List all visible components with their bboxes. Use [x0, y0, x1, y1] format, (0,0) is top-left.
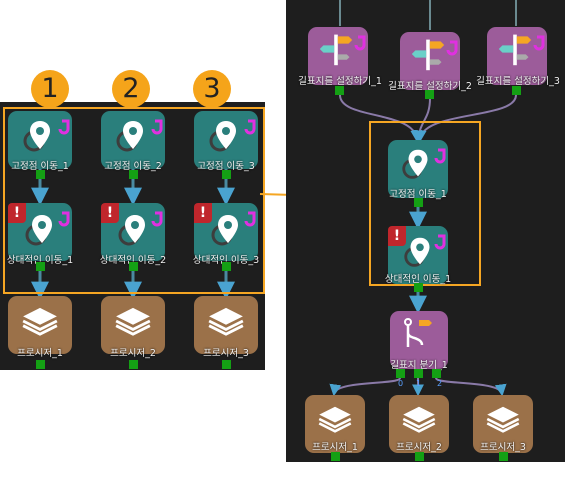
relative-move-node-right[interactable]: !	[388, 226, 448, 284]
relative-move-label-1: 상대적인 이동_1	[6, 255, 74, 266]
port	[222, 360, 231, 369]
port	[129, 360, 138, 369]
fixed-point-label-2: 고정점 이동_2	[104, 161, 162, 172]
fixed-point-label-3: 고정점 이동_3	[197, 161, 255, 172]
branch-port-label-2: 2	[437, 379, 443, 388]
step-number-3: 3	[193, 70, 231, 108]
waypoint-branch-node[interactable]	[390, 311, 448, 369]
procedure-label-2: 프로시저_2	[110, 348, 156, 359]
procedure-label-1: 프로시저_1	[17, 348, 63, 359]
fixed-point-node-right[interactable]	[388, 140, 448, 198]
procedure-node-right-2[interactable]	[389, 395, 449, 453]
right-highlight-box	[369, 121, 481, 286]
relative-move-node-3[interactable]: !	[194, 203, 258, 261]
step-number-1: 1	[31, 70, 69, 108]
port	[222, 262, 231, 271]
procedure-node-3[interactable]	[194, 296, 258, 354]
warning-icon: !	[8, 203, 26, 223]
branch-port-label-0: 0	[398, 379, 404, 388]
port	[36, 262, 45, 271]
signpost-icon	[410, 36, 446, 72]
port	[414, 198, 423, 207]
port	[331, 452, 340, 461]
fixed-point-label-right: 고정점 이동_1	[389, 189, 447, 200]
port	[129, 170, 138, 179]
fixed-point-node-1[interactable]	[8, 111, 72, 169]
relative-move-node-2[interactable]: !	[101, 203, 165, 261]
set-waypoint-node-2[interactable]	[400, 32, 460, 90]
relative-move-label-right: 상대적인 이동_1	[384, 274, 452, 285]
procedure-label-right-3: 프로시저_3	[480, 442, 526, 453]
port	[36, 360, 45, 369]
waypoint-branch-label: 길표지 분기_1	[390, 360, 448, 371]
stack-layers-icon	[401, 405, 437, 433]
j-mark-icon	[354, 35, 366, 51]
procedure-node-2[interactable]	[101, 296, 165, 354]
procedure-node-right-3[interactable]	[473, 395, 533, 453]
warning-icon: !	[388, 226, 406, 246]
set-waypoint-node-1[interactable]	[308, 27, 368, 85]
relative-move-node-1[interactable]: !	[8, 203, 72, 261]
j-mark-icon	[446, 40, 458, 56]
warning-icon: !	[101, 203, 119, 223]
step-number-2: 2	[112, 70, 150, 108]
set-waypoint-label-1: 길표지를 설정하기_1	[298, 76, 382, 87]
j-mark-icon	[434, 148, 446, 164]
stack-layers-icon	[485, 405, 521, 433]
signpost-icon	[497, 31, 533, 67]
fixed-point-node-3[interactable]	[194, 111, 258, 169]
port	[499, 452, 508, 461]
location-pin-icon	[399, 146, 437, 184]
set-waypoint-label-2: 길표지를 설정하기_2	[388, 81, 472, 92]
procedure-label-right-1: 프로시저_1	[312, 442, 358, 453]
port	[415, 452, 424, 461]
j-mark-icon	[533, 35, 545, 51]
signpost-icon	[318, 31, 354, 67]
port	[425, 90, 434, 99]
procedure-node-right-1[interactable]	[305, 395, 365, 453]
relative-move-label-2: 상대적인 이동_2	[99, 255, 167, 266]
port	[396, 369, 405, 378]
fixed-point-node-2[interactable]	[101, 111, 165, 169]
procedure-label-right-2: 프로시저_2	[396, 442, 442, 453]
port	[512, 86, 521, 95]
relative-move-label-3: 상대적인 이동_3	[192, 255, 260, 266]
port	[36, 170, 45, 179]
branch-icon	[404, 318, 432, 347]
branch-port-label-1: 1	[416, 379, 422, 388]
procedure-label-3: 프로시저_3	[203, 348, 249, 359]
warning-icon: !	[194, 203, 212, 223]
port	[414, 283, 423, 292]
port	[432, 369, 441, 378]
port	[129, 262, 138, 271]
left-highlight-box	[3, 107, 265, 294]
port	[335, 86, 344, 95]
fixed-point-label-1: 고정점 이동_1	[11, 161, 69, 172]
set-waypoint-node-3[interactable]	[487, 27, 547, 85]
port	[414, 369, 423, 378]
stack-layers-icon	[317, 405, 353, 433]
procedure-node-1[interactable]	[8, 296, 72, 354]
j-mark-icon	[434, 234, 446, 250]
set-waypoint-label-3: 길표지를 설정하기_3	[476, 76, 560, 87]
port	[222, 170, 231, 179]
